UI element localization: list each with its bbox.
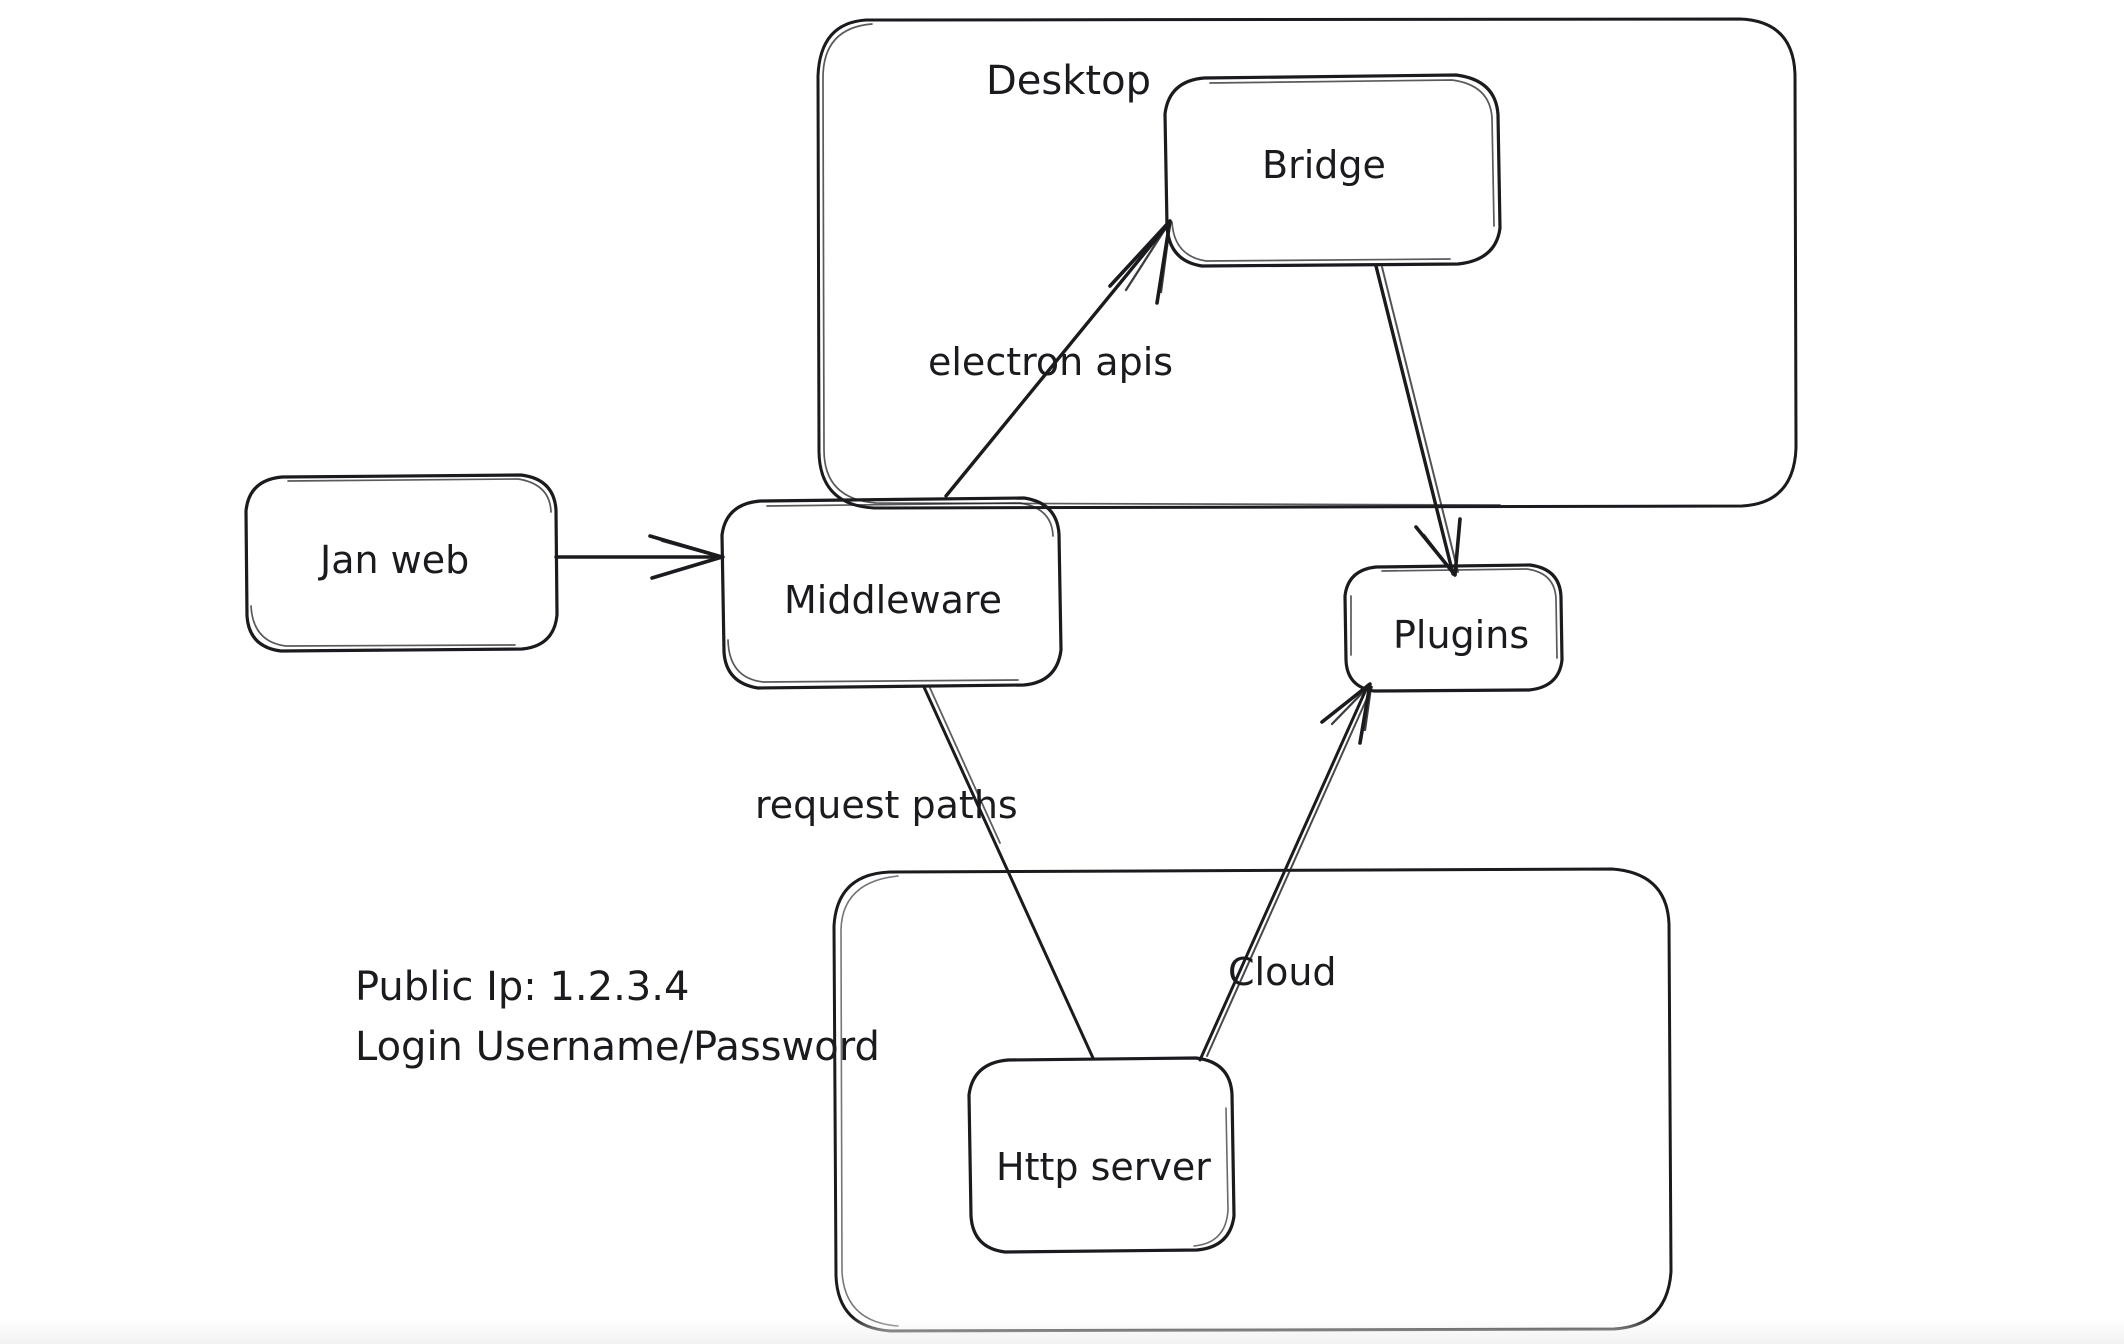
http-server-box bbox=[967, 1056, 1236, 1254]
node-jan-web[interactable]: Jan web bbox=[244, 473, 559, 653]
edge-label-cloud: Cloud bbox=[1228, 950, 1337, 994]
group-cloud[interactable] bbox=[832, 867, 1673, 1333]
edge-bridge-to-plugins[interactable] bbox=[1374, 264, 1462, 577]
http-server-box-sketch bbox=[1193, 1107, 1229, 1247]
httpserver-plugins-line bbox=[1198, 683, 1370, 1062]
middleware-box bbox=[720, 496, 1063, 690]
group-label-desktop: Desktop bbox=[986, 58, 1151, 104]
jan-web-box-sketch bbox=[250, 478, 552, 647]
node-bridge[interactable]: Bridge bbox=[1163, 73, 1502, 268]
bridge-plugins-line-sketch bbox=[1381, 266, 1459, 573]
node-plugins[interactable]: Plugins bbox=[1343, 563, 1564, 693]
cloud-group-border bbox=[832, 867, 1673, 1333]
edge-label-request-paths: request paths bbox=[755, 783, 1018, 827]
bridge-plugins-arrowhead-sketch bbox=[1422, 533, 1456, 576]
edge-middleware-to-bridge[interactable]: electron apis bbox=[928, 219, 1173, 498]
jan-web-box bbox=[244, 473, 559, 653]
edge-janweb-to-middleware[interactable] bbox=[554, 534, 725, 580]
edge-middleware-to-httpserver[interactable]: request paths bbox=[755, 685, 1095, 1060]
janweb-middleware-arrowhead bbox=[648, 534, 724, 580]
httpserver-plugins-arrowhead-sketch bbox=[1330, 684, 1373, 732]
node-middleware[interactable]: Middleware bbox=[720, 496, 1063, 690]
cloud-group-border-sketch bbox=[840, 875, 899, 1327]
middleware-box-sketch bbox=[727, 502, 1054, 683]
node-label-plugins: Plugins bbox=[1393, 613, 1529, 657]
note-public-ip-line: Public Ip: 1.2.3.4 bbox=[355, 964, 689, 1010]
edge-label-electron-apis: electron apis bbox=[928, 340, 1173, 384]
httpserver-plugins-arrowhead bbox=[1320, 682, 1372, 745]
plugins-box-sketch bbox=[1350, 568, 1558, 659]
node-http-server[interactable]: Http server bbox=[967, 1056, 1236, 1254]
node-label-jan-web: Jan web bbox=[318, 538, 469, 582]
bridge-box-sketch bbox=[1171, 79, 1495, 262]
middleware-bridge-arrowhead bbox=[1108, 219, 1172, 305]
janweb-middleware-arrowhead-sketch bbox=[660, 539, 722, 559]
node-label-middleware: Middleware bbox=[784, 578, 1002, 622]
note-public-ip: Public Ip: 1.2.3.4 Login Username/Passwo… bbox=[355, 964, 880, 1070]
group-desktop[interactable]: Desktop bbox=[816, 17, 1798, 510]
httpserver-plugins-line-sketch bbox=[1206, 686, 1373, 1057]
middleware-bridge-arrowhead-sketch bbox=[1124, 221, 1172, 294]
middleware-httpserver-line-sketch bbox=[929, 687, 1001, 844]
edge-httpserver-to-plugins[interactable]: Cloud bbox=[1198, 682, 1373, 1062]
bridge-box bbox=[1163, 73, 1502, 268]
desktop-group-border bbox=[816, 17, 1798, 510]
note-login-line: Login Username/Password bbox=[355, 1024, 880, 1070]
middleware-httpserver-line bbox=[922, 685, 1095, 1060]
node-label-http-server: Http server bbox=[996, 1145, 1211, 1189]
node-label-bridge: Bridge bbox=[1262, 143, 1386, 187]
bridge-plugins-line bbox=[1374, 264, 1455, 576]
plugins-box bbox=[1343, 563, 1564, 693]
middleware-bridge-line bbox=[944, 220, 1172, 498]
